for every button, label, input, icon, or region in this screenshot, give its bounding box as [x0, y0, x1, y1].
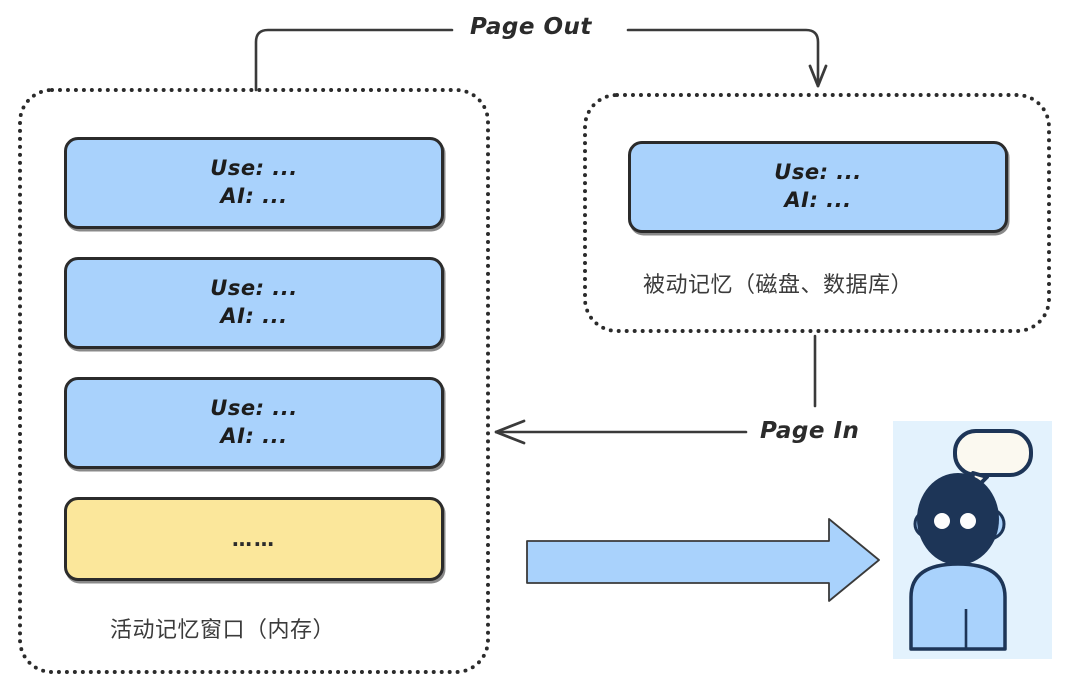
ai-chatbot-avatar-svg [909, 429, 1033, 651]
memory-card-1-ai-line: AI: ... [220, 184, 288, 208]
page-in-connector [494, 334, 817, 445]
ai-chatbot-avatar [893, 421, 1052, 659]
active-memory-panel [18, 88, 490, 674]
page-out-label: Page Out [462, 14, 600, 40]
memory-card-1-user-line: Use: ... [210, 156, 298, 181]
passive-memory-caption: 被动记忆（磁盘、数据库） [643, 273, 914, 298]
memory-card-3-user-line: Use: ... [210, 396, 298, 421]
memory-card-2-ai-line: AI: ... [220, 304, 288, 328]
memory-card-3[interactable]: Use: ... AI: ... [64, 377, 444, 469]
memory-card-2-user-line: Use: ... [210, 276, 298, 301]
memory-card-2[interactable]: Use: ... AI: ... [64, 257, 444, 349]
page-out-connector [254, 28, 828, 92]
robot-head-icon [917, 473, 999, 565]
user-flow-block-arrow [526, 518, 880, 602]
passive-memory-card-1-user-line: Use: ... [774, 160, 862, 185]
memory-card-1[interactable]: Use: ... AI: ... [64, 137, 444, 229]
memory-card-3-ai-line: AI: ... [220, 424, 288, 448]
memory-card-overflow[interactable]: …… [64, 497, 444, 581]
passive-memory-panel [583, 93, 1051, 333]
passive-memory-card-1[interactable]: Use: ... AI: ... [628, 141, 1008, 233]
page-in-label: Page In [752, 418, 868, 444]
ellipsis-dots: …… [232, 527, 276, 551]
passive-memory-card-1-ai-line: AI: ... [784, 188, 852, 212]
robot-body-icon [909, 562, 1007, 651]
active-memory-caption: 活动记忆窗口（内存） [110, 618, 336, 643]
